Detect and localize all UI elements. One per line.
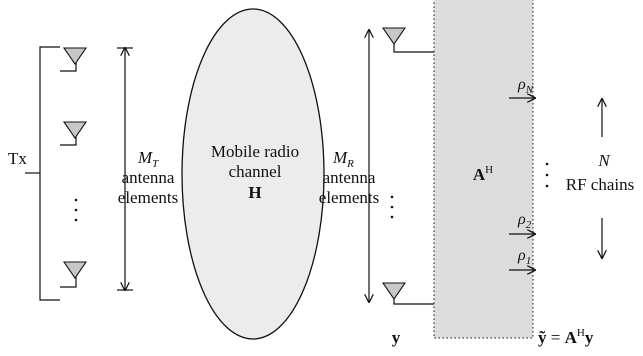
mr-label-line2: antenna	[323, 168, 376, 187]
channel-symbol: H	[248, 183, 261, 202]
mt-symbol: MT	[137, 148, 159, 170]
output-equation: ỹ = AHy	[538, 327, 594, 347]
mt-label-line3: elements	[118, 188, 178, 207]
tx-antenna-3	[60, 261, 88, 288]
mr-label-line3: elements	[319, 188, 379, 207]
output-dots-icon	[545, 162, 549, 188]
tx-dots-icon	[74, 198, 78, 222]
rx-antenna-2	[381, 282, 434, 305]
antenna-icon	[62, 261, 88, 279]
rho-1-label: ρ1	[517, 247, 531, 267]
tx-antenna-2	[60, 121, 88, 146]
matrix-box	[433, 0, 534, 339]
antenna-icon	[62, 121, 88, 139]
rx-antenna-1	[381, 27, 434, 53]
rf-n-label: N	[597, 151, 611, 170]
channel-label-line2: channel	[229, 162, 282, 181]
channel-ellipse	[181, 8, 325, 340]
antenna-icon	[381, 282, 407, 300]
tx-antenna-1	[60, 47, 88, 72]
mr-symbol: MR	[332, 148, 354, 170]
matrix-label: AH	[473, 164, 493, 184]
channel-label-line1: Mobile radio	[211, 142, 299, 161]
rf-chains-label: RF chains	[566, 175, 634, 194]
tx-label: Tx	[8, 149, 27, 168]
antenna-icon	[381, 27, 407, 45]
tx-group: Tx	[8, 46, 88, 301]
rho-2-label: ρ2	[517, 211, 532, 231]
tx-bracket	[39, 46, 60, 301]
antenna-icon	[62, 47, 88, 65]
y-label: y	[392, 328, 401, 347]
rho-n-label: ρN	[517, 76, 534, 96]
rx-dots-icon	[390, 195, 394, 219]
mt-label-line2: antenna	[122, 168, 175, 187]
